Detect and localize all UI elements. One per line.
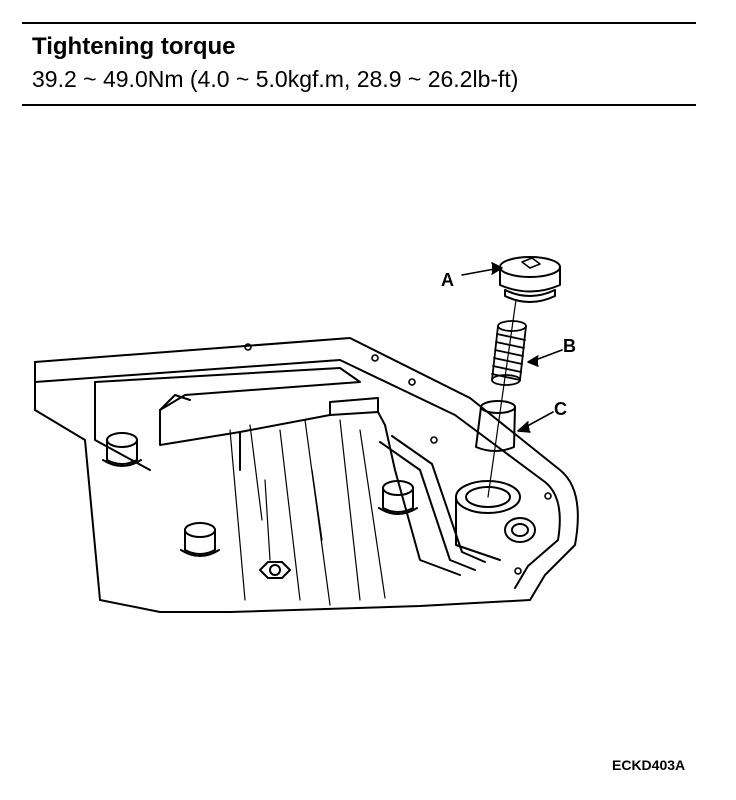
leader-arrows bbox=[461, 262, 563, 433]
callout-c: C bbox=[554, 399, 567, 419]
torque-spec-box: Tightening torque 39.2 ~ 49.0Nm (4.0 ~ 5… bbox=[22, 22, 696, 106]
oil-passage bbox=[379, 435, 486, 571]
inner-rib bbox=[94, 367, 461, 576]
flange-bolt-holes bbox=[244, 343, 552, 575]
callout-a: A bbox=[441, 270, 454, 290]
nut bbox=[259, 561, 291, 579]
figure-code: ECKD403A bbox=[612, 757, 686, 773]
bolt bbox=[378, 480, 418, 515]
housing-bolts bbox=[102, 432, 418, 579]
interior-shading bbox=[229, 419, 386, 606]
spec-value: 39.2 ~ 49.0Nm (4.0 ~ 5.0kgf.m, 28.9 ~ 26… bbox=[32, 66, 519, 92]
valve-bore-boss bbox=[455, 480, 536, 561]
assembly-axis bbox=[487, 299, 517, 498]
bolt bbox=[180, 522, 220, 557]
bolt bbox=[102, 432, 142, 467]
spec-title: Tightening torque bbox=[32, 33, 236, 60]
plug-a bbox=[499, 256, 561, 303]
housing-outline bbox=[34, 337, 579, 613]
callout-b: B bbox=[563, 336, 576, 356]
